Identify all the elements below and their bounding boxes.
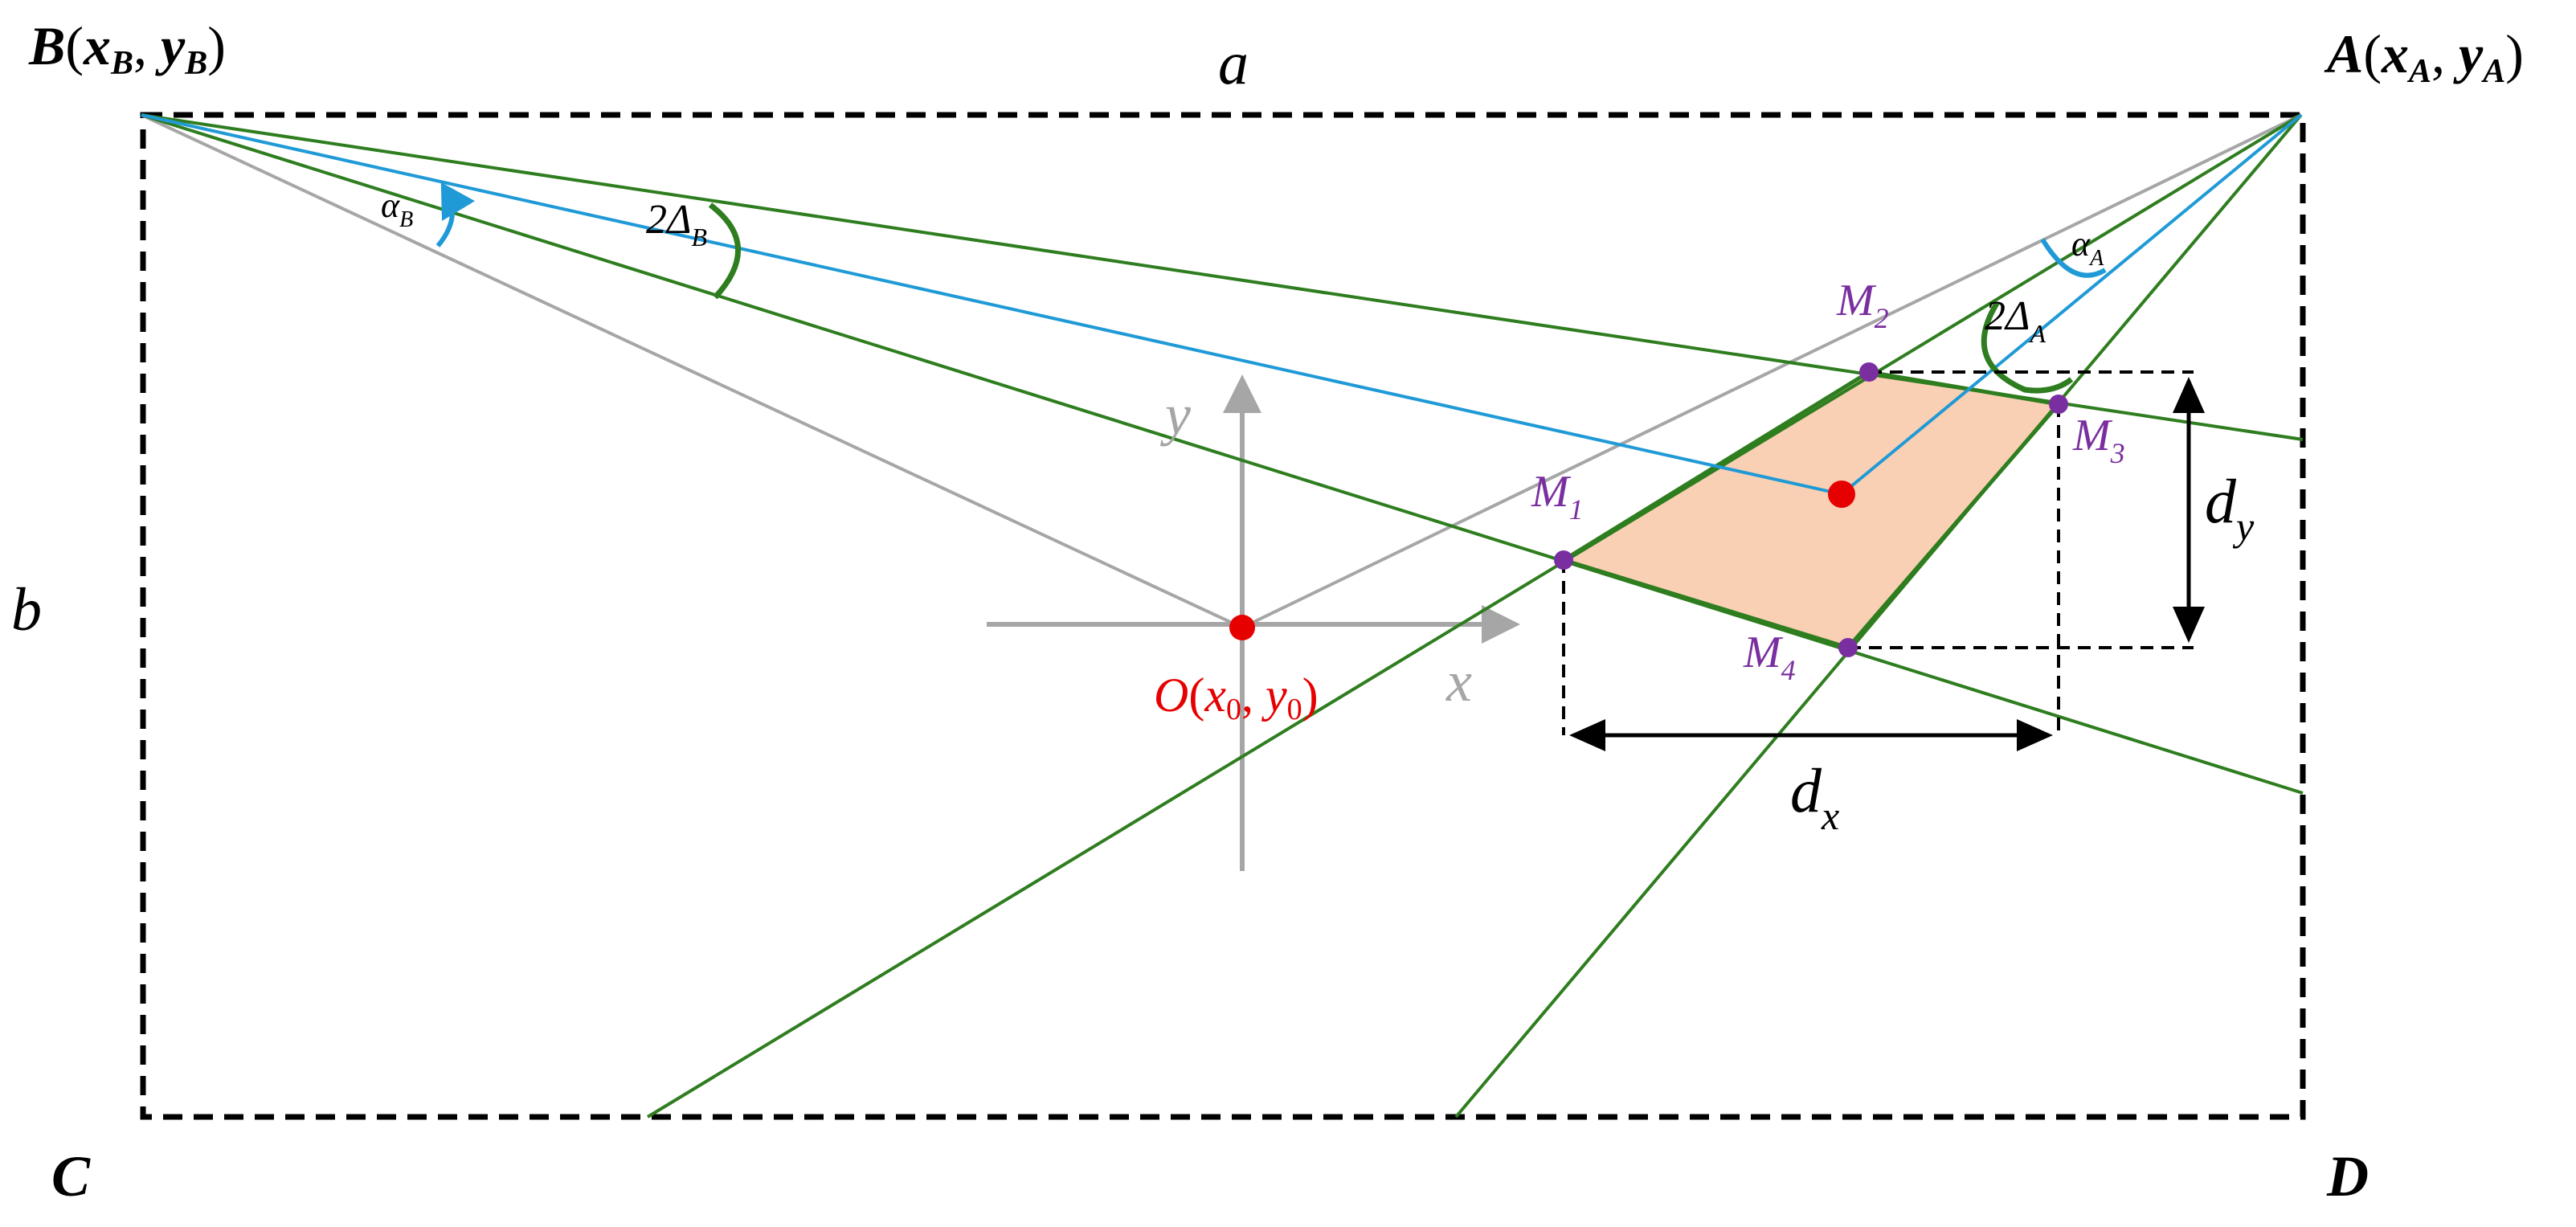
side-a-label: a <box>1218 30 1249 97</box>
m2-label: M2 <box>1836 276 1889 334</box>
bearing-line-b-lower <box>141 113 2304 795</box>
dx-label: dx <box>1790 755 1839 838</box>
delta-b-label: 2ΔB <box>646 197 707 252</box>
alpha-b-arc <box>435 182 476 247</box>
center-line-b <box>141 113 1842 496</box>
alpha-a-arc <box>2040 238 2107 278</box>
y-axis-label: y <box>1159 382 1191 447</box>
m1-label: M1 <box>1531 467 1584 526</box>
x-axis-label: x <box>1445 649 1472 714</box>
delta-b-arc <box>708 202 742 300</box>
origin-point <box>1229 615 1255 640</box>
m4-label: M4 <box>1743 628 1796 686</box>
vertex-m2 <box>1859 362 1879 382</box>
estimated-position-point <box>1828 481 1855 508</box>
alpha-b-label: αB <box>381 186 413 232</box>
corner-c-label: C <box>51 1144 91 1209</box>
vertex-m1 <box>1554 550 1573 570</box>
corner-b-label: B(xB, yB) <box>28 15 226 82</box>
center-line-a <box>1840 113 2303 496</box>
reference-line-a <box>1241 113 2302 629</box>
field-frame <box>140 112 2306 1120</box>
side-b-label: b <box>11 576 42 644</box>
m3-label: M3 <box>2072 411 2125 469</box>
search-region <box>1564 372 2059 648</box>
delta-a-arc <box>1981 301 2074 394</box>
bearing-line-a-right <box>1454 113 2303 1119</box>
corner-a-label: A(xA, yA) <box>2324 23 2524 90</box>
corner-d-label: D <box>2326 1144 2369 1209</box>
vertex-m3 <box>2049 395 2068 414</box>
origin-label: O(x0, y0) <box>1154 669 1319 726</box>
vertex-m4 <box>1838 638 1858 657</box>
alpha-a-label: αA <box>2071 224 2104 271</box>
reference-line-b <box>141 113 1243 629</box>
bearing-line-a-left <box>646 113 2303 1119</box>
dy-label: dy <box>2205 466 2255 549</box>
delta-a-label: 2ΔA <box>1985 293 2046 348</box>
